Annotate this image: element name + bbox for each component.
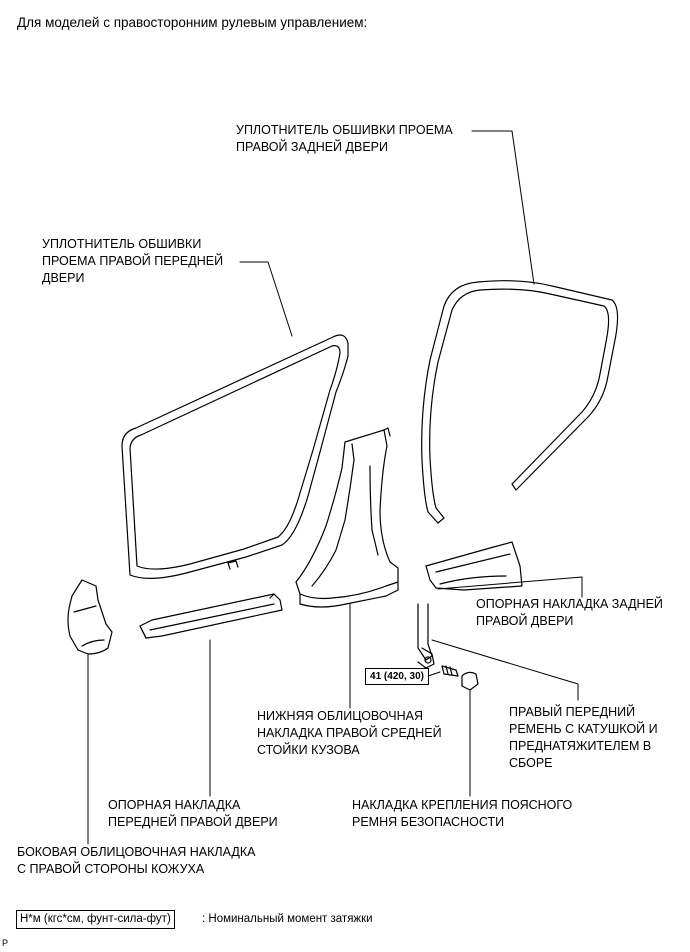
front-door-weatherstrip-shape — [121, 334, 349, 579]
label-anchor-cover: НАКЛАДКА КРЕПЛЕНИЯ ПОЯСНОГО РЕМНЯ БЕЗОПА… — [352, 798, 573, 829]
anchor-cover-shape — [461, 671, 479, 691]
rear-door-weatherstrip-shape — [421, 280, 619, 524]
legend-units-box: Н*м (кгс*см, фунт-сила-фут) — [16, 910, 175, 929]
label-front-door-scuff-plate: ОПОРНАЯ НАКЛАДКА ПЕРЕДНЕЙ ПРАВОЙ ДВЕРИ — [108, 798, 278, 829]
label-cowl-side-trim: БОКОВАЯ ОБЛИЦОВОЧНАЯ НАКЛАДКА С ПРАВОЙ С… — [17, 845, 256, 876]
torque-spec-box: 41 (420, 30) — [365, 668, 429, 685]
label-front-door-weatherstrip: УПЛОТНИТЕЛЬ ОБШИВКИ ПРОЕМА ПРАВОЙ ПЕРЕДН… — [42, 237, 224, 285]
label-rear-door-weatherstrip: УПЛОТНИТЕЛЬ ОБШИВКИ ПРОЕМА ПРАВОЙ ЗАДНЕЙ… — [236, 123, 453, 154]
legend-description: : Номинальный момент затяжки — [202, 913, 373, 925]
page-mark: P — [2, 938, 9, 948]
seat-belt-assembly-shape — [417, 603, 435, 669]
label-seat-belt-assembly: ПРАВЫЙ ПЕРЕДНИЙ РЕМЕНЬ С КАТУШКОЙ И ПРЕД… — [509, 705, 658, 770]
front-door-scuff-plate-shape — [139, 593, 283, 639]
cowl-side-trim-shape — [67, 579, 113, 655]
rear-door-scuff-plate-shape — [425, 541, 523, 591]
bolt-shape — [441, 665, 459, 677]
label-center-pillar-garnish: НИЖНЯЯ ОБЛИЦОВОЧНАЯ НАКЛАДКА ПРАВОЙ СРЕД… — [257, 709, 442, 757]
leader-lines — [87, 130, 583, 845]
center-pillar-garnish-shape — [295, 427, 399, 608]
page-header: Для моделей с правосторонним рулевым упр… — [17, 15, 368, 30]
label-rear-door-scuff-plate: ОПОРНАЯ НАКЛАДКА ЗАДНЕЙ ПРАВОЙ ДВЕРИ — [476, 597, 663, 628]
